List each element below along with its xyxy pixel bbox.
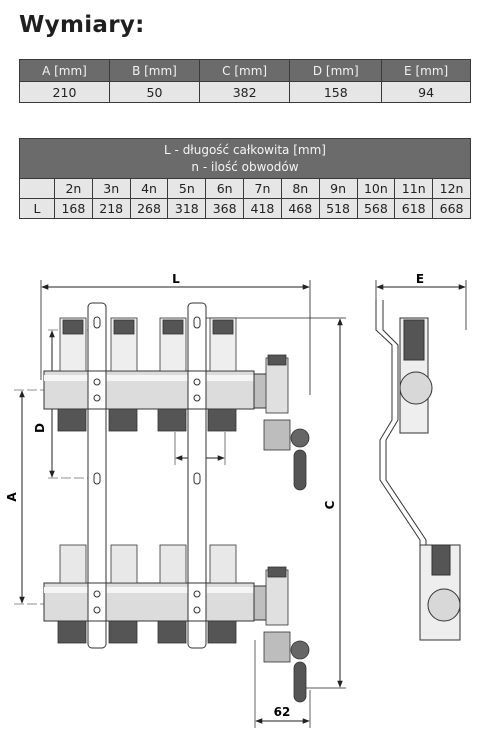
label-L: L xyxy=(172,272,180,286)
dimension-A: A xyxy=(5,389,60,605)
circuit-count-cell: 12n xyxy=(432,178,471,199)
circuit-count-cell: 8n xyxy=(280,178,320,199)
label-A: A xyxy=(5,492,19,502)
dimension-L: L xyxy=(40,272,311,395)
return-valves xyxy=(57,544,237,644)
dimension-header: E [mm] xyxy=(381,59,471,82)
dimensions-table: A [mm] B [mm] C [mm] D [mm] E [mm] 210 5… xyxy=(19,59,471,103)
length-table: L - długość całkowita [mm] n - ilość obw… xyxy=(19,138,471,219)
side-view xyxy=(375,300,461,641)
dimension-value: 382 xyxy=(198,81,291,103)
dimension-header: B [mm] xyxy=(108,59,200,82)
label-62: 62 xyxy=(274,705,291,719)
label-E: E xyxy=(416,272,424,286)
length-value-cell: 518 xyxy=(318,198,358,219)
flow-meters xyxy=(57,317,237,432)
lengths-row-label: L xyxy=(19,198,55,219)
upper-manifold xyxy=(43,370,269,410)
label-D: D xyxy=(33,423,47,433)
length-value-cell: 168 xyxy=(54,198,93,219)
circuits-row-label xyxy=(19,178,55,199)
length-value-cell: 468 xyxy=(280,198,320,219)
circuit-count-cell: 9n xyxy=(318,178,358,199)
circuit-count-cell: 4n xyxy=(129,178,169,199)
dimensions-header-row: A [mm] B [mm] C [mm] D [mm] E [mm] xyxy=(19,59,471,82)
length-value-cell: 218 xyxy=(91,198,131,219)
dimension-E: E xyxy=(375,272,467,330)
dimension-value: 50 xyxy=(108,81,200,103)
end-fittings xyxy=(263,354,310,703)
length-header-line1: L - długość całkowita [mm] xyxy=(164,143,326,157)
length-value-cell: 368 xyxy=(205,198,245,219)
circuit-count-cell: 10n xyxy=(356,178,396,199)
length-value-cell: 268 xyxy=(129,198,169,219)
dimension-value: 210 xyxy=(19,81,110,103)
page-title: Wymiary: xyxy=(19,12,145,38)
length-value-cell: 668 xyxy=(432,198,471,219)
lower-manifold xyxy=(43,582,269,622)
dimensions-value-row: 210 50 382 158 94 xyxy=(19,81,471,103)
dimension-62: 62 xyxy=(254,640,311,728)
dimension-value: 158 xyxy=(289,81,383,103)
length-value-cell: 618 xyxy=(394,198,434,219)
length-header-line2: n - ilość obwodów xyxy=(191,160,299,174)
label-C: C xyxy=(323,500,337,509)
length-value-cell: 568 xyxy=(356,198,396,219)
dimension-value: 94 xyxy=(381,81,471,103)
length-value-cell: 418 xyxy=(243,198,282,219)
